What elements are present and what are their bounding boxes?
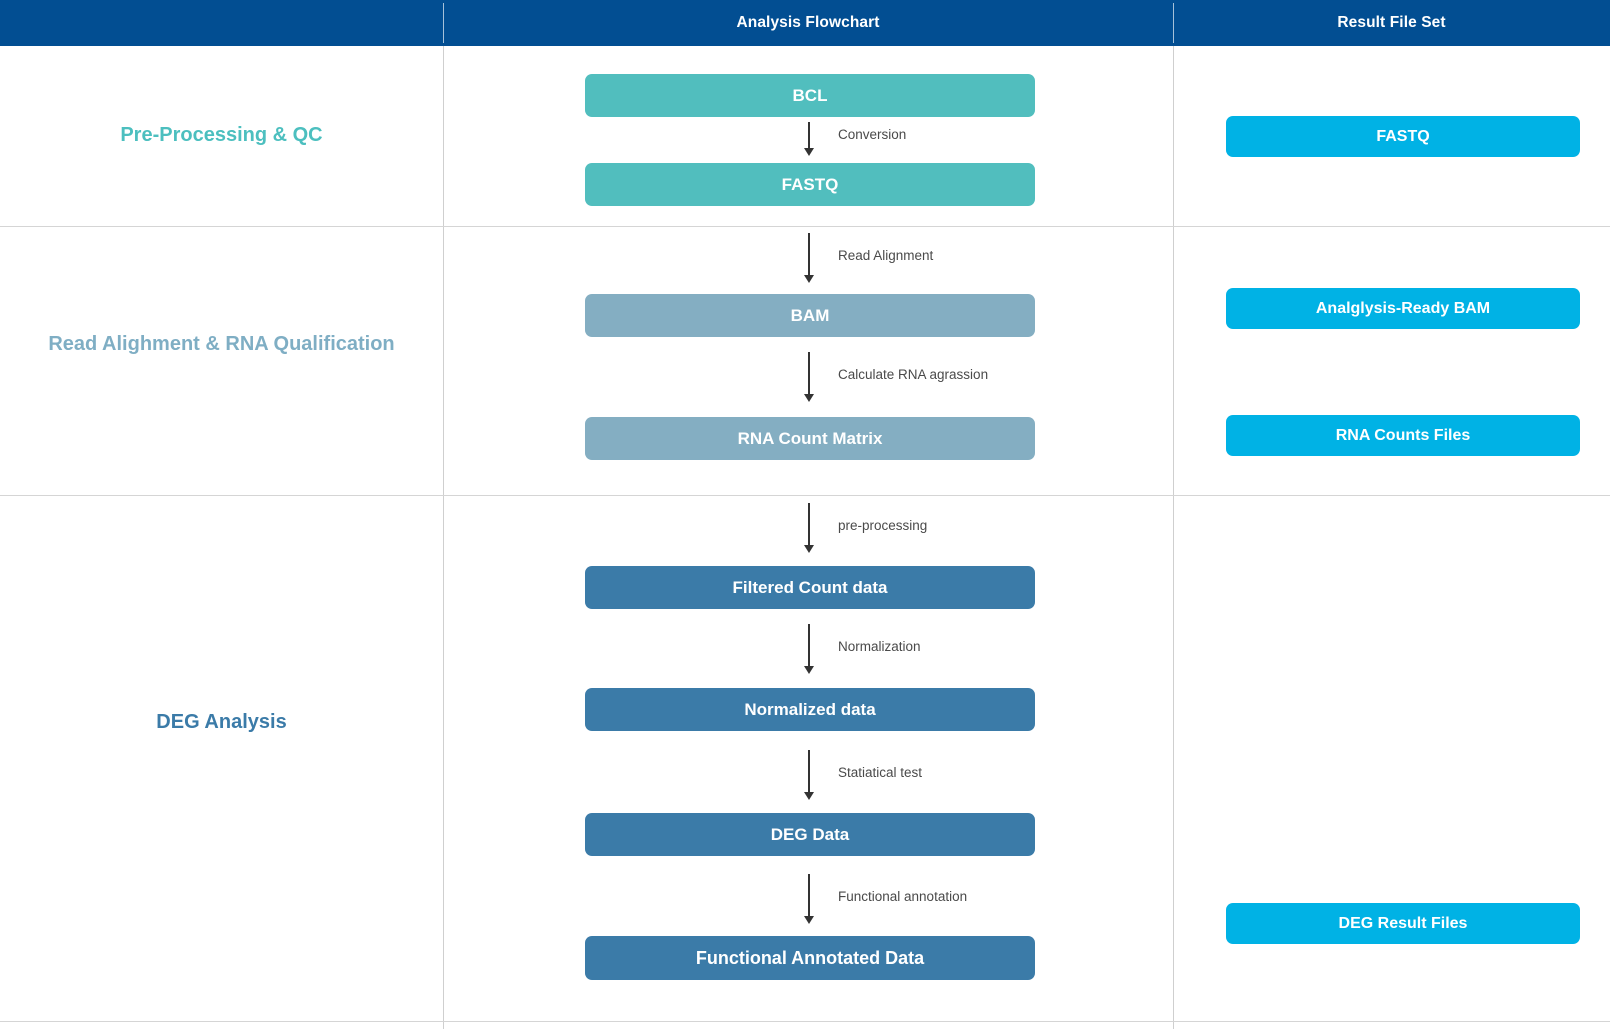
result-box-analysis-ready-bam: Analglysis-Ready BAM [1226,288,1580,329]
stage-label-pre-processing-qc: Pre-Processing & QC [120,124,323,146]
stage-label-deg-analysis: DEG Analysis [156,711,287,733]
section-divider-2 [0,495,1610,496]
result-box-rna-counts-files: RNA Counts Files [1226,415,1580,456]
result-box-fastq: FASTQ [1226,116,1580,157]
header-cell-analysis-flowchart: Analysis Flowchart [736,14,880,31]
flow-box-deg-data: DEG Data [585,813,1035,856]
arrow-label-normalization: Normalization [838,639,921,654]
table-header-bar: Analysis Flowchart Result File Set [0,0,1610,46]
header-cell-stage [0,0,443,46]
flow-box-bcl: BCL [585,74,1035,117]
arrow-label-conversion: Conversion [838,127,907,142]
arrow-label-pre-processing: pre-processing [838,518,928,533]
stage-label-read-alignment: Read Alighment & RNA Qualification [48,333,395,355]
arrow-label-read-alignment: Read Alignment [838,248,934,263]
section-divider-3 [0,1021,1610,1022]
column-divider-right [1173,46,1174,1029]
flow-box-fastq: FASTQ [585,163,1035,206]
flow-box-rna-count-matrix: RNA Count Matrix [585,417,1035,460]
arrow-label-statistical-test: Statiatical test [838,765,923,780]
arrow-label-calculate-rna-agrassion: Calculate RNA agrassion [838,367,989,382]
flow-box-filtered-count-data: Filtered Count data [585,566,1035,609]
column-divider-left [443,46,444,1029]
flow-box-functional-annotated-data: Functional Annotated Data [585,936,1035,980]
flow-box-bam: BAM [585,294,1035,337]
header-divider-2 [1173,3,1174,43]
arrow-label-functional-annotation: Functional annotation [838,889,968,904]
flow-box-normalized-data: Normalized data [585,688,1035,731]
header-divider-1 [443,3,444,43]
result-box-deg-result-files: DEG Result Files [1226,903,1580,944]
header-cell-result-file-set: Result File Set [1337,14,1446,31]
section-divider-1 [0,226,1610,227]
